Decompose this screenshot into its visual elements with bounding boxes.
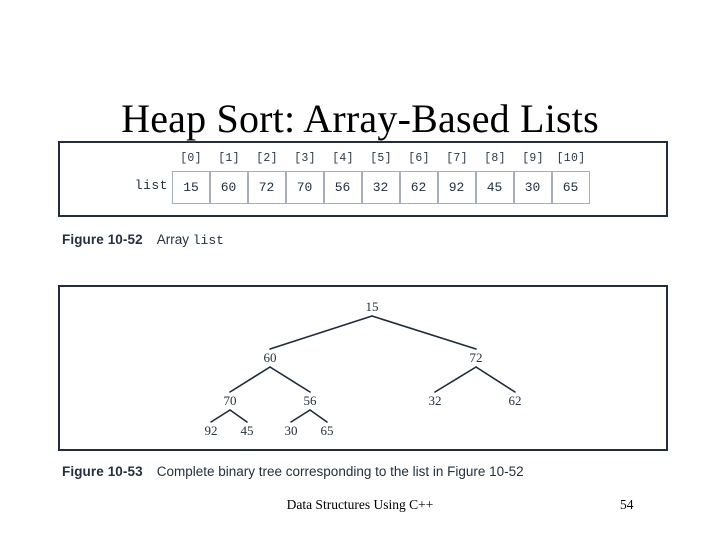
figure-10-53-text: Complete binary tree corresponding to th…: [156, 464, 524, 479]
tree-edge: [269, 315, 373, 350]
array-index-label: [9]: [522, 152, 544, 165]
array-cell: 62: [399, 171, 438, 204]
tree-node-label: 70: [224, 393, 237, 408]
array-index-label: [1]: [218, 152, 240, 165]
array-column: [5]32: [361, 152, 400, 204]
tree-node-label: 32: [429, 393, 442, 408]
array-index-label: [4]: [332, 152, 354, 165]
array-index-label: [0]: [180, 152, 202, 165]
tree-node-label: 92: [205, 423, 218, 438]
footer-source-text: Data Structures Using C++: [286, 497, 434, 512]
figure-10-52-caption: Figure 10-52 Array list: [62, 232, 224, 248]
tree-edge: [269, 366, 311, 393]
array-cell: 70: [285, 171, 324, 204]
tree-node-label: 15: [366, 299, 379, 314]
figure-binary-tree-frame: [58, 285, 668, 451]
figure-10-52-text-mono: list: [192, 233, 224, 248]
array-column: [4]56: [323, 152, 362, 204]
array-cell: 92: [437, 171, 476, 204]
array-index-label: [6]: [408, 152, 430, 165]
tree-nodes-group: 15 60 72 70 56 32 62 92 45 30 65: [205, 299, 522, 438]
figure-10-53-label: Figure 10-53: [62, 464, 143, 479]
tree-node-label: 65: [321, 423, 334, 438]
page-title: Heap Sort: Array-Based Lists: [121, 95, 599, 141]
array-column: [1]60: [209, 152, 248, 204]
figure-10-52-label: Figure 10-52: [62, 232, 143, 247]
array-cell: 56: [323, 171, 362, 204]
tree-edge: [475, 366, 516, 393]
tree-node-label: 30: [285, 423, 298, 438]
array-cells-container: [0]15[1]60[2]72[3]70[4]56[5]32[6]62[7]92…: [172, 152, 590, 204]
array-variable-label: list: [134, 178, 168, 193]
tree-node-label: 56: [304, 393, 318, 408]
tree-edges-group: [210, 315, 516, 423]
tree-edge: [229, 366, 271, 393]
array-index-label: [5]: [370, 152, 392, 165]
footer-page-number: 54: [620, 497, 634, 512]
array-cell: 72: [247, 171, 286, 204]
tree-node-label: 60: [264, 350, 277, 365]
tree-edge: [229, 409, 248, 423]
tree-edge: [290, 409, 311, 423]
tree-edge: [371, 315, 477, 350]
array-cell: 15: [172, 171, 210, 204]
figure-10-52-text: Array: [156, 232, 193, 247]
array-column: [2]72: [247, 152, 286, 204]
array-index-label: [10]: [556, 152, 586, 165]
figure-10-53-caption: Figure 10-53 Complete binary tree corresp…: [62, 464, 524, 479]
array-column: [0]15: [172, 152, 210, 204]
array-index-label: [3]: [294, 152, 316, 165]
array-column: [10] 65: [551, 152, 590, 204]
array-column: [9]30: [513, 152, 552, 204]
array-index-label: [8]: [484, 152, 506, 165]
array-column: [7]92: [437, 152, 476, 204]
array-cell: 30: [513, 171, 552, 204]
tree-node-label: 72: [470, 350, 483, 365]
binary-tree-diagram: 15 60 72 70 56 32 62 92 45 30 65: [205, 299, 522, 438]
array-cell: 60: [209, 171, 248, 204]
array-column: [3]70: [285, 152, 324, 204]
tree-edge: [210, 409, 231, 423]
tree-edge: [309, 409, 328, 423]
array-cell: 32: [361, 171, 400, 204]
tree-node-label: 62: [509, 393, 522, 408]
array-column: [8]45: [475, 152, 514, 204]
array-index-label: [7]: [446, 152, 468, 165]
array-index-label: [2]: [256, 152, 278, 165]
tree-node-label: 45: [241, 423, 254, 438]
array-cell: 45: [475, 171, 514, 204]
tree-edge: [434, 366, 477, 393]
array-column: [6]62: [399, 152, 438, 204]
array-cell: 65: [551, 171, 590, 204]
